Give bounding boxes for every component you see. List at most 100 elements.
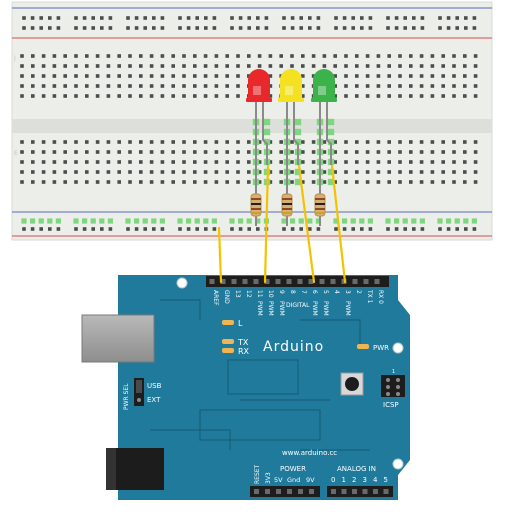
breadboard-hole (268, 84, 273, 88)
breadboard-hole (441, 170, 445, 174)
breadboard-hole (301, 180, 305, 184)
breadboard-hole (452, 150, 456, 154)
breadboard-hole (95, 140, 100, 144)
connected-rail-hole (437, 218, 443, 224)
breadboard-hole (214, 84, 219, 88)
breadboard-hole (41, 170, 46, 174)
rail-hole (464, 227, 468, 231)
breadboard-hole (236, 54, 240, 58)
breadboard-hole (441, 140, 445, 144)
tx-led (222, 339, 234, 344)
rail-hole (186, 16, 191, 20)
breadboard-hole (419, 140, 424, 144)
connected-rail-hole (446, 218, 452, 224)
wire-gnd (217, 226, 223, 284)
reset-button[interactable] (340, 372, 364, 396)
breadboard-hole (473, 180, 478, 184)
rail-hole (386, 26, 390, 30)
connected-rail-hole (394, 218, 400, 224)
breadboard-hole (419, 54, 424, 58)
breadboard-hole (149, 180, 154, 184)
breadboard-hole (430, 84, 435, 88)
rail-hole (446, 26, 451, 30)
header-hole (275, 279, 281, 284)
analog-header (327, 486, 393, 497)
breadboard-hole (333, 160, 337, 164)
components (246, 69, 337, 226)
breadboard-hole (365, 84, 370, 88)
rail-hole (100, 26, 104, 30)
breadboard-hole (74, 170, 78, 174)
breadboard-hole (20, 180, 24, 184)
connected-rail-hole (307, 218, 313, 224)
breadboard-hole (301, 140, 305, 144)
breadboard-hole (214, 140, 219, 144)
breadboard-hole (268, 64, 273, 68)
rail-hole (56, 26, 61, 30)
connected-hole (327, 138, 335, 146)
pwm-label: PWM (311, 301, 318, 316)
rail-hole (368, 26, 373, 30)
connected-rail-hole (298, 218, 304, 224)
breadboard-hole (430, 54, 435, 58)
connected-rail-hole (359, 218, 365, 224)
rail-hole (212, 16, 217, 20)
breadboard-hole (376, 140, 381, 144)
breadboard-hole (441, 160, 445, 164)
rail-hole (160, 227, 165, 231)
breadboard-hole (31, 74, 35, 78)
mount-hole-3 (392, 458, 404, 470)
breadboard-hole (20, 150, 24, 154)
header-pin-label: 8 (289, 290, 296, 294)
icsp-pin (396, 392, 400, 396)
breadboard-hole (365, 94, 370, 98)
header-hole (231, 279, 237, 284)
breadboard-hole (355, 94, 359, 98)
rail-hole (204, 26, 208, 30)
reset-label: RESET (254, 464, 261, 484)
connected-rail-hole (186, 218, 192, 224)
breadboard-hole (409, 54, 413, 58)
connected-hole (327, 178, 335, 186)
connected-hole (327, 168, 335, 176)
breadboard-hole (149, 84, 154, 88)
connected-rail-hole (55, 218, 61, 224)
rail-hole (143, 227, 147, 231)
breadboard-hole (257, 150, 262, 154)
rail-hole (438, 26, 442, 30)
header-pin-label: 3 (344, 290, 351, 294)
breadboard-hole (128, 54, 132, 58)
breadboard-hole (344, 54, 348, 58)
breadboard-hole (376, 180, 381, 184)
breadboard-hole (214, 74, 219, 78)
rail-hole (230, 16, 234, 20)
rail-hole (178, 16, 182, 20)
breadboard-hole (311, 160, 316, 164)
connected-rail-hole (38, 218, 44, 224)
breadboard-hole (452, 170, 456, 174)
breadboard-hole (182, 54, 186, 58)
breadboard-hole (441, 150, 445, 154)
breadboard-hole (311, 74, 316, 78)
breadboard-hole (85, 94, 89, 98)
power-hole (254, 489, 259, 494)
breadboard-hole (409, 160, 413, 164)
breadboard-hole (247, 150, 251, 154)
breadboard-hole (301, 64, 305, 68)
rail-hole (39, 26, 43, 30)
red-led-rim (246, 98, 272, 102)
reset-button-cap[interactable] (345, 377, 359, 391)
breadboard-hole (419, 94, 424, 98)
breadboard-hole (355, 64, 359, 68)
breadboard-hole (344, 140, 348, 144)
connected-rail-hole (177, 218, 183, 224)
breadboard-hole (52, 140, 57, 144)
breadboard-hole (41, 84, 46, 88)
rail-hole (247, 26, 251, 30)
rail-hole (30, 16, 35, 20)
connected-rail-hole (342, 218, 348, 224)
breadboard-hole (171, 74, 175, 78)
breadboard-hole (95, 94, 100, 98)
rail-hole (316, 26, 321, 30)
